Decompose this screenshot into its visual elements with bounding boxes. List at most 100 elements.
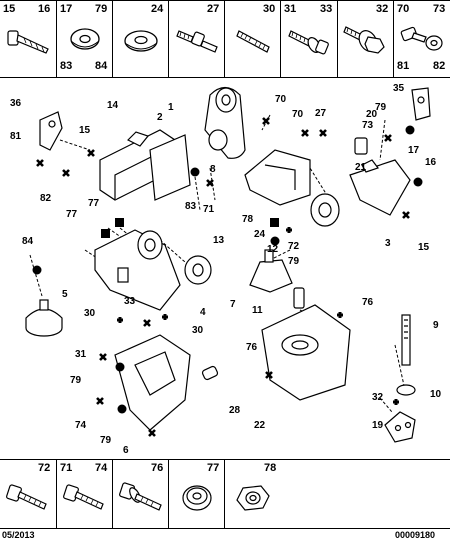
callout: 30 <box>192 325 204 336</box>
pin-11 <box>293 287 305 309</box>
part-label: 73 <box>433 3 446 15</box>
hex-nut-icon <box>236 485 270 511</box>
bolt-washer-icon <box>400 26 443 51</box>
bracket-19 <box>384 411 416 443</box>
bush-21 <box>310 193 340 227</box>
part-label: 77 <box>207 462 220 474</box>
part-label: 70 <box>397 3 410 15</box>
bottom-parts-strip: 72 71 74 76 <box>0 459 450 529</box>
bush-13 <box>184 255 212 285</box>
callout: 24 <box>254 229 266 240</box>
callout: 81 <box>10 131 22 142</box>
part-label: 76 <box>151 462 164 474</box>
flat-washer-icon <box>124 30 158 52</box>
sleeve-28 <box>201 365 219 381</box>
callout: 9 <box>433 320 439 331</box>
callout: 79 <box>70 375 82 386</box>
bracket-3 <box>349 159 411 216</box>
part-label: 17 <box>60 3 73 15</box>
callout: 4 <box>200 307 206 318</box>
part-label: 84 <box>95 60 108 72</box>
part-label: 16 <box>38 3 51 15</box>
part-label: 33 <box>320 3 333 15</box>
callout: 33 <box>124 296 136 307</box>
callout: 28 <box>229 405 241 416</box>
parts-cell-70-73-81-82: 70 73 81 82 <box>393 1 450 77</box>
bracket-6 <box>114 334 191 431</box>
callout: 12 <box>267 244 279 255</box>
callout: 71 <box>203 204 215 215</box>
part-label: 27 <box>207 3 220 15</box>
part-label: 74 <box>95 462 108 474</box>
parts-cell-72: 72 <box>0 460 56 528</box>
part-label: 32 <box>376 3 389 15</box>
callout: 74 <box>75 420 87 431</box>
parts-cell-77: 77 <box>168 460 224 528</box>
part-label: 81 <box>397 60 410 72</box>
callout: 16 <box>425 157 437 168</box>
bolt-icon <box>63 484 104 510</box>
callout: 84 <box>22 236 34 247</box>
parts-cell-78: 78 <box>224 460 281 528</box>
callout: 11 <box>252 305 263 316</box>
callout: 82 <box>40 193 52 204</box>
part-label: 24 <box>151 3 164 15</box>
callout: 8 <box>210 164 216 175</box>
callout: 76 <box>246 342 258 353</box>
clip-20 <box>354 137 368 155</box>
bracket-4 <box>94 229 181 311</box>
threaded-stud-icon <box>236 30 270 53</box>
parts-cell-32: 32 <box>337 1 393 77</box>
callout: 7 <box>230 299 236 310</box>
callout: 79 <box>375 102 387 113</box>
parts-cell-24: 24 <box>112 1 168 77</box>
callout: 19 <box>372 420 384 431</box>
plate-2 <box>149 134 191 201</box>
callout-labels: 1 2 3 4 5 6 7 8 9 10 11 12 13 14 15 15 1… <box>10 83 442 456</box>
callout: 83 <box>185 201 197 212</box>
callout: 15 <box>418 242 430 253</box>
callout: 15 <box>79 125 91 136</box>
flange-bolt-icon <box>119 482 162 511</box>
glow-plug-9 <box>396 314 416 396</box>
parts-cell-31-33: 31 33 <box>280 1 337 77</box>
callout: 77 <box>88 198 100 209</box>
long-bolt-icon <box>7 30 49 54</box>
callout: 73 <box>362 120 374 131</box>
callout: 79 <box>288 256 300 267</box>
callout: 21 <box>355 162 367 173</box>
callout: 17 <box>408 145 420 156</box>
cross-markers <box>36 117 410 437</box>
torque-link-1 <box>204 86 246 159</box>
parts-cell-15-16: 15 16 <box>0 1 56 77</box>
callout: 32 <box>372 392 384 403</box>
callout: 27 <box>315 108 327 119</box>
engine-mount-diagram: 1 2 3 4 5 6 7 8 9 10 11 12 13 14 15 15 1… <box>10 83 442 456</box>
parts-cell-27: 27 <box>168 1 224 77</box>
base-22 <box>261 304 351 401</box>
top-parts-strip: 15 16 17 79 83 84 24 27 <box>0 0 450 78</box>
part-label: 82 <box>433 60 446 72</box>
callout: 22 <box>254 420 266 431</box>
callout: 70 <box>275 94 287 105</box>
bracket-8 <box>244 149 311 206</box>
callout: 31 <box>75 349 87 360</box>
callout: 13 <box>213 235 225 246</box>
parts-cell-71-74: 71 74 <box>56 460 112 528</box>
leader-lines <box>29 114 406 413</box>
callout: 30 <box>84 308 96 319</box>
callout: 76 <box>362 297 374 308</box>
part-label: 30 <box>263 3 276 15</box>
callout: 5 <box>62 289 68 300</box>
exploded-parts-diagram: 1 2 3 4 5 6 7 8 9 10 11 12 13 14 15 15 1… <box>0 77 450 458</box>
parts-cell-washer: 17 79 83 84 <box>56 1 112 77</box>
callout: 79 <box>100 435 112 446</box>
parts-cell-76: 76 <box>112 460 168 528</box>
bracket-35 <box>411 87 431 121</box>
part-label: 15 <box>3 3 16 15</box>
callout: 14 <box>107 100 119 111</box>
hex-bolt-icon <box>343 26 385 54</box>
footer-date: 05/2013 <box>2 530 35 540</box>
flange-nut-icon <box>182 485 212 511</box>
part-label: 83 <box>60 60 73 72</box>
